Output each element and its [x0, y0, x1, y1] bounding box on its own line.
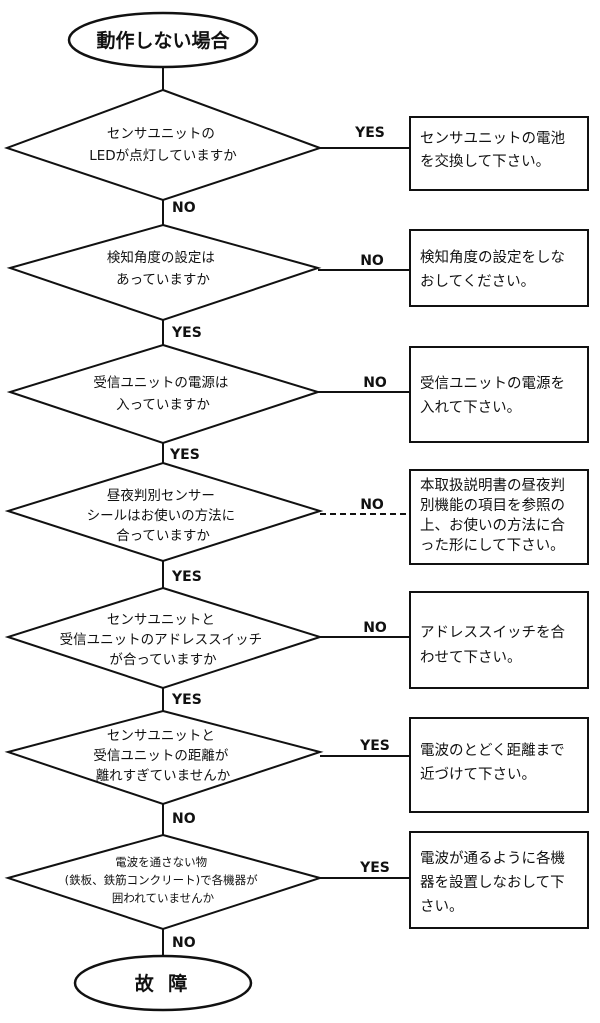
question-line: LEDが点灯していますか — [89, 148, 237, 164]
step-7: 電波を通さない物 (鉄板、鉄筋コンクリート)で各機器が 囲われていませんか YE… — [4, 831, 589, 955]
step-4: 昼夜判別センサー シールはお使いの方法に 合っていますか NO 本取扱説明書の昼… — [4, 461, 589, 588]
continue-label: NO — [172, 811, 196, 827]
action-line: 上、お使いの方法に合 — [420, 517, 565, 534]
decision-question: センサユニットの LEDが点灯していますか — [89, 126, 237, 164]
action-line: 検知角度の設定をしな — [420, 249, 565, 266]
question-line: 受信ユニットのアドレススイッチ — [60, 632, 263, 648]
question-line: シールはお使いの方法に — [87, 507, 236, 524]
continue-label: YES — [171, 569, 202, 585]
action-text: 受信ユニットの電源を 入れて下さい。 — [420, 375, 570, 416]
continue-label: YES — [169, 447, 200, 463]
end-terminal: 故 障 — [73, 954, 253, 1012]
action-line: アドレススイッチを合 — [420, 624, 565, 641]
question-line: センサユニットと — [107, 728, 215, 744]
end-ellipse — [73, 954, 253, 1012]
action-line: 器を設置しなおして下 — [420, 874, 565, 891]
action-line: 別機能の項目を参照の — [420, 497, 565, 514]
action-line: を交換して下さい。 — [420, 152, 550, 170]
question-line: 受信ユニットの電源は — [93, 375, 228, 391]
question-line: 受信ユニットの距離が — [93, 748, 228, 764]
question-line: 合っていますか — [116, 528, 210, 544]
action-box — [409, 346, 589, 443]
question-line: あっていますか — [116, 272, 210, 288]
action-text: 電波のとどく距離まで 近づけて下さい。 — [420, 741, 569, 783]
action-text: 検知角度の設定をしな おしてください。 — [420, 249, 570, 290]
decision-question: 電波を通さない物 (鉄板、鉄筋コンクリート)で各機器が 囲われていませんか — [65, 855, 262, 905]
question-line: 囲われていませんか — [112, 891, 215, 905]
action-text: 本取扱説明書の昼夜判 別機能の項目を参照の 上、お使いの方法に合 った形にして下… — [420, 477, 570, 554]
step-5: センサユニットと 受信ユニットのアドレススイッチ が合っていますか NO アドレ… — [4, 586, 589, 711]
decision-question: センサユニットと 受信ユニットの距離が 離れすぎていませんか — [93, 728, 232, 784]
start-label: 動作しない場合 — [96, 29, 230, 52]
decision-question: センサユニットと 受信ユニットのアドレススイッチ が合っていますか — [60, 612, 267, 668]
step-1: センサユニットの LEDが点灯していますか YES センサユニットの電池 を交換… — [3, 88, 589, 225]
action-line: 受信ユニットの電源を — [420, 375, 565, 392]
action-box — [409, 469, 589, 565]
continue-label: YES — [171, 692, 202, 708]
step-3: 受信ユニットの電源は 入っていますか NO 受信ユニットの電源を 入れて下さい。… — [6, 343, 589, 463]
action-line: 入れて下さい。 — [420, 399, 521, 416]
action-line: 電波が通るように各機 — [420, 850, 565, 867]
action-box — [409, 831, 589, 929]
question-line: (鉄板、鉄筋コンクリート)で各機器が — [65, 873, 258, 887]
action-line: 本取扱説明書の昼夜判 — [420, 477, 565, 494]
step-6: センサユニットと 受信ユニットの距離が 離れすぎていませんか YES 電波のとど… — [4, 709, 589, 835]
start-terminal: 動作しない場合 — [67, 11, 259, 69]
question-line: センサユニットと — [107, 612, 215, 628]
action-line: おしてください。 — [420, 273, 535, 290]
action-box — [409, 229, 589, 307]
question-line: 昼夜判別センサー — [107, 488, 215, 504]
step-2: 検知角度の設定は あっていますか NO 検知角度の設定をしな おしてください。 … — [6, 223, 589, 345]
continue-label: NO — [172, 935, 196, 951]
branch-label: YES — [359, 738, 390, 754]
question-line: 離れすぎていませんか — [96, 768, 231, 784]
branch-label: NO — [360, 253, 384, 269]
end-label: 故 障 — [135, 972, 192, 995]
decision-diamond — [3, 88, 324, 202]
branch-label: NO — [360, 497, 384, 513]
action-box — [409, 717, 589, 813]
branch-label: NO — [363, 620, 387, 636]
question-line: 入っていますか — [116, 397, 210, 413]
continue-label: NO — [172, 200, 196, 216]
action-line: わせて下さい。 — [420, 649, 522, 666]
question-line: 検知角度の設定は — [107, 249, 215, 266]
action-line: 電波のとどく距離まで — [420, 741, 565, 759]
branch-label: YES — [359, 860, 390, 876]
action-line: センサユニットの電池 — [420, 130, 565, 147]
action-text: 電波が通るように各機 器を設置しなおして下 さい。 — [420, 850, 570, 915]
question-line: センサユニットの — [107, 126, 215, 142]
action-box — [409, 591, 589, 689]
question-line: 電波を通さない物 — [115, 855, 207, 869]
decision-question: 昼夜判別センサー シールはお使いの方法に 合っていますか — [87, 488, 240, 544]
decision-question: 受信ユニットの電源は 入っていますか — [93, 375, 232, 413]
branch-label: YES — [354, 125, 385, 141]
action-line: った形にして下さい。 — [420, 537, 565, 554]
question-line: が合っていますか — [109, 652, 217, 668]
decision-question: 検知角度の設定は あっていますか — [107, 249, 219, 288]
decision-diamond — [6, 343, 322, 445]
continue-label: YES — [171, 325, 202, 341]
action-text: アドレススイッチを合 わせて下さい。 — [420, 624, 570, 666]
action-box — [409, 116, 589, 191]
action-line: 近づけて下さい。 — [420, 766, 536, 783]
action-text: センサユニットの電池 を交換して下さい。 — [420, 130, 570, 170]
branch-label: NO — [363, 375, 387, 391]
action-line: さい。 — [420, 898, 464, 915]
